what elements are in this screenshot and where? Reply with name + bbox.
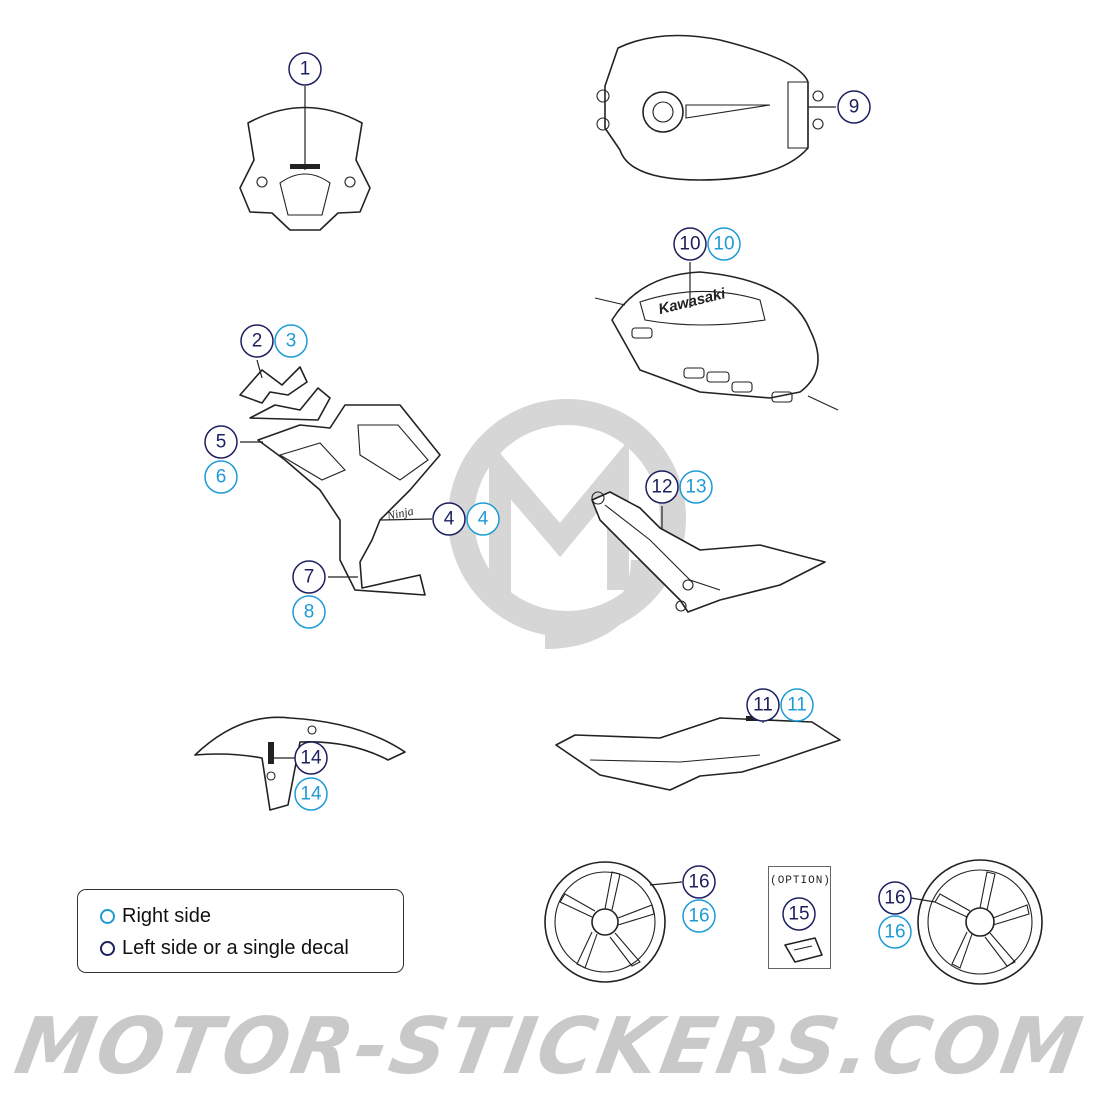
legend-left-side: Left side or a single decal — [100, 932, 381, 964]
callout-8: 8 — [292, 595, 326, 629]
callout-5-label: 5 — [216, 432, 227, 453]
tail-cowl-drawing — [555, 716, 841, 791]
callout-11-right-label: 11 — [787, 695, 807, 716]
callout-10-left: 10 — [673, 227, 707, 261]
callout-13: 13 — [679, 470, 713, 504]
callout-1-label: 1 — [300, 59, 311, 80]
callout-10-left-label: 10 — [679, 234, 700, 255]
callout-4-right-label: 4 — [478, 509, 489, 530]
site-watermark: MOTOR-STICKERS.COM — [8, 1002, 1092, 1092]
fuel-tank-top-drawing — [596, 34, 824, 181]
side-fairing-drawing: Ninja — [239, 366, 441, 596]
callout-10-right-label: 10 — [713, 234, 734, 255]
callout-8-label: 8 — [304, 602, 315, 623]
callout-1: 1 — [288, 52, 322, 86]
fuel-tank-side-drawing: Kawasaki — [594, 271, 839, 411]
front-fender-drawing — [194, 716, 406, 811]
legend-left-side-text: Left side or a single decal — [122, 936, 349, 959]
callout-16-front-right-label: 16 — [688, 906, 709, 927]
callout-15: 15 — [782, 897, 816, 931]
option-clip-drawing — [784, 937, 823, 963]
callout-2: 2 — [240, 324, 274, 358]
callout-16-front-right: 16 — [682, 899, 716, 933]
callout-14-right-label: 14 — [300, 784, 322, 805]
callout-16-rear-right: 16 — [878, 915, 912, 949]
option-label: (OPTION) — [770, 875, 831, 887]
callout-13-label: 13 — [685, 477, 706, 498]
callout-7: 7 — [292, 560, 326, 594]
callout-6: 6 — [204, 460, 238, 494]
callout-3: 3 — [274, 324, 308, 358]
leader-lines — [240, 86, 936, 903]
callout-group: 1 2 3 4 4 5 6 7 8 9 10 10 11 11 12 13 14… — [204, 52, 912, 949]
callout-14-right: 14 — [294, 777, 328, 811]
callout-2-label: 2 — [252, 331, 263, 352]
callout-4-left: 4 — [432, 502, 466, 536]
legend-right-side-text: Right side — [122, 904, 211, 927]
callout-10-right: 10 — [707, 227, 741, 261]
rear-wheel-drawing — [917, 859, 1043, 985]
callout-16-front-left: 16 — [682, 865, 716, 899]
callout-16-rear-left-label: 16 — [884, 888, 905, 909]
svg-text:Ninja: Ninja — [385, 504, 415, 523]
callout-4-right: 4 — [466, 502, 500, 536]
callout-6-label: 6 — [216, 467, 227, 488]
callout-14-left-label: 14 — [300, 748, 322, 769]
left-side-circle-icon — [100, 940, 115, 956]
callout-11-left-label: 11 — [753, 695, 773, 716]
callout-16-front-left-label: 16 — [688, 872, 709, 893]
callout-12-label: 12 — [651, 477, 672, 498]
callout-3-label: 3 — [286, 331, 297, 352]
callout-11-right: 11 — [780, 688, 814, 722]
callout-11-left: 11 — [746, 688, 780, 722]
callout-5: 5 — [204, 425, 238, 459]
callout-9-label: 9 — [849, 97, 860, 118]
callout-15-label: 15 — [788, 904, 809, 925]
front-wheel-drawing — [544, 861, 666, 983]
callout-12: 12 — [645, 470, 679, 504]
callout-9: 9 — [837, 90, 871, 124]
callout-14-left: 14 — [294, 741, 328, 775]
legend: Right side Left side or a single decal — [77, 889, 404, 973]
legend-right-side: Right side — [100, 900, 381, 932]
option-box: (OPTION) — [768, 866, 831, 969]
callout-4-left-label: 4 — [444, 509, 455, 530]
callout-16-rear-right-label: 16 — [884, 922, 905, 943]
right-side-circle-icon — [100, 908, 115, 924]
seat-cowl-drawing — [591, 491, 826, 613]
callout-16-rear-left: 16 — [878, 881, 912, 915]
callout-7-label: 7 — [304, 567, 315, 588]
